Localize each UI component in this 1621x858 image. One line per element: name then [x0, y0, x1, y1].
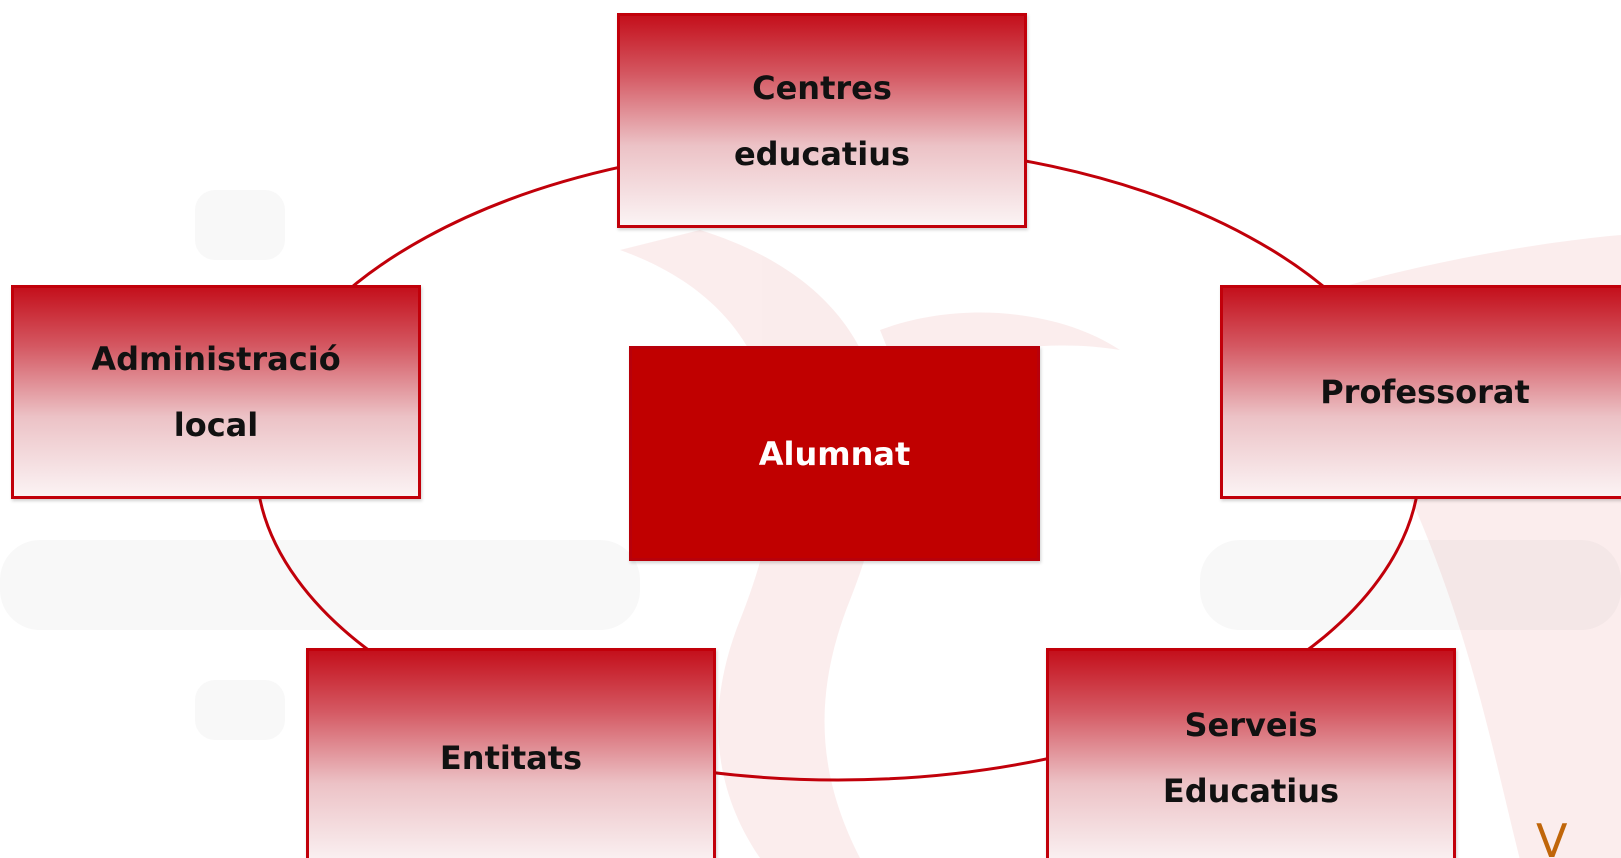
corner-mark: V — [1536, 814, 1568, 858]
node-centres-educatius: Centres educatius — [617, 13, 1027, 228]
node-entitats-label: Entitats — [439, 739, 583, 777]
node-administracio-local: Administració local — [11, 285, 421, 499]
node-serveis-educatius: Serveis Educatius — [1046, 648, 1456, 858]
node-professorat: Professorat — [1220, 285, 1621, 499]
node-centres-educatius-label: Centres educatius — [733, 68, 911, 173]
node-alumnat-label: Alumnat — [758, 434, 911, 473]
node-serveis-educatius-label: Serveis Educatius — [1162, 706, 1340, 810]
node-professorat-label: Professorat — [1320, 373, 1530, 411]
node-entitats: Entitats — [306, 648, 716, 858]
node-alumnat: Alumnat — [629, 346, 1040, 561]
node-administracio-local-label: Administració local — [91, 340, 341, 444]
